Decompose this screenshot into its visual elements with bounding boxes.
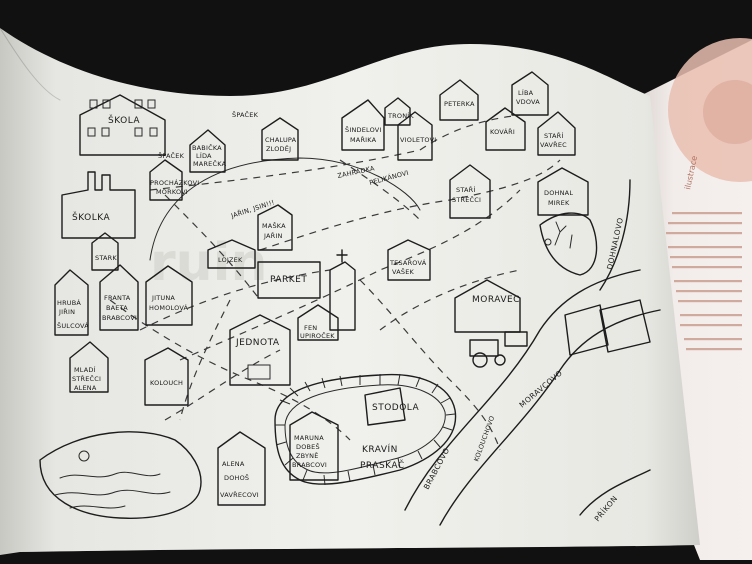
label-parket: PARKET — [270, 275, 307, 285]
label-tesarova-1: TESAŘOVÁ — [389, 258, 427, 267]
label-tronik: TRONÍK — [387, 111, 414, 120]
label-maska-2: JAŘIN — [263, 231, 283, 240]
label-hrubi-2: JIŘIN — [58, 307, 75, 316]
label-hrubi-1: HRUBÁ — [57, 298, 81, 307]
label-mladi-2: STŘEČCI — [72, 374, 101, 383]
label-marusa-3: ZBYNĚ — [296, 451, 319, 460]
label-dohnal-1: DOHNAL — [544, 189, 573, 197]
label-babicka-1: BABIČKA — [192, 143, 222, 152]
right-page: ilustrace — [640, 38, 752, 560]
fish-doodle — [78, 450, 90, 462]
label-jednota: JEDNOTA — [235, 338, 280, 348]
label-stari-strecci-1: STAŘÍ — [456, 185, 475, 194]
label-kovari: KOVÁŘI — [490, 127, 515, 136]
label-skolka: ŠKOLKA — [72, 211, 110, 223]
label-frantik-3: BRABCOVI — [102, 314, 137, 322]
label-lojzek: LOJZEK — [218, 256, 243, 264]
label-babicka-2: LÍDA — [196, 151, 212, 160]
jednota-shop — [229, 314, 291, 386]
label-skola: ŠKOLA — [108, 114, 140, 126]
church — [297, 249, 356, 341]
label-spacek-1: ŠPAČEK — [158, 151, 185, 160]
label-alena-3: VAVŘECOVI — [220, 490, 259, 499]
tractor-doodle — [469, 331, 528, 368]
kindergarten-building — [61, 171, 136, 239]
roads — [404, 179, 661, 526]
label-jitule-2: HOMOLOVÁ — [149, 303, 189, 312]
label-mladi-3: ALENA — [74, 384, 97, 392]
fields — [564, 299, 651, 356]
label-jitule-1: JITUNA — [151, 294, 175, 302]
map-paper — [0, 28, 700, 555]
label-prochazkovi-2: MORKOVI — [156, 188, 188, 196]
label-kravin-2: PRASKAČ — [360, 459, 405, 471]
label-chalupa-1: CHALUPA — [265, 136, 297, 144]
label-fara-2: UPIROČEK — [300, 331, 335, 340]
label-stodola: STODOLA — [372, 403, 420, 413]
label-frantik-1: FRANTA — [104, 294, 131, 302]
label-marusa-2: DOBEŠ — [296, 442, 320, 451]
school-building — [79, 94, 166, 156]
label-moravec: MORAVEC — [472, 295, 520, 305]
label-sindelovi-2: MAŘIKA — [350, 135, 377, 144]
label-stari-2: VAVŘEC — [540, 140, 567, 149]
label-mladi-1: MLADÍ — [74, 365, 96, 374]
label-babicka-3: MAREČKA — [193, 159, 227, 168]
label-spacek-2: ŠPAČEK — [232, 110, 259, 119]
label-frantik-2: BAETA — [106, 304, 128, 312]
label-marusa-1: MARUNA — [294, 434, 324, 442]
label-liba-1: LÍBA — [518, 88, 534, 97]
label-stari-1: STAŘÍ — [544, 131, 563, 140]
hill-outline — [149, 157, 421, 261]
label-prochazkovi-1: PROCHÁZKOVI — [150, 178, 199, 187]
label-chalupa-2: ZLODĚJ — [266, 144, 291, 153]
label-maska-1: MAŠKA — [262, 221, 286, 230]
show-through-print: ruin — [150, 233, 268, 293]
label-dohnal-2: MIREK — [548, 199, 570, 207]
label-marusa-4: BRABCOVI — [292, 461, 327, 469]
label-alena-2: DOHOŠ — [224, 473, 249, 482]
label-kravin-1: KRAVÍN — [362, 443, 398, 455]
label-sindelovi-1: ŠINDELOVI — [345, 125, 382, 134]
label-stark: STARK — [95, 254, 117, 262]
houses — [54, 71, 589, 506]
label-hrubi-3: ŠULCOVÁ — [57, 321, 89, 330]
pond — [39, 431, 202, 519]
label-violet: VIOLETOVI — [400, 136, 436, 144]
label-stari-strecci-2: STŘEČCI — [452, 195, 481, 204]
label-alena-1: ALENA — [222, 460, 245, 468]
label-peterka: PETERKA — [444, 100, 475, 108]
garden — [539, 212, 598, 276]
label-tesarova-2: VAŠEK — [392, 267, 415, 276]
label-kolouch: KOLOUCH — [150, 379, 183, 387]
label-fara-1: FEN — [304, 324, 317, 332]
label-liba-2: VDOVA — [516, 98, 540, 106]
